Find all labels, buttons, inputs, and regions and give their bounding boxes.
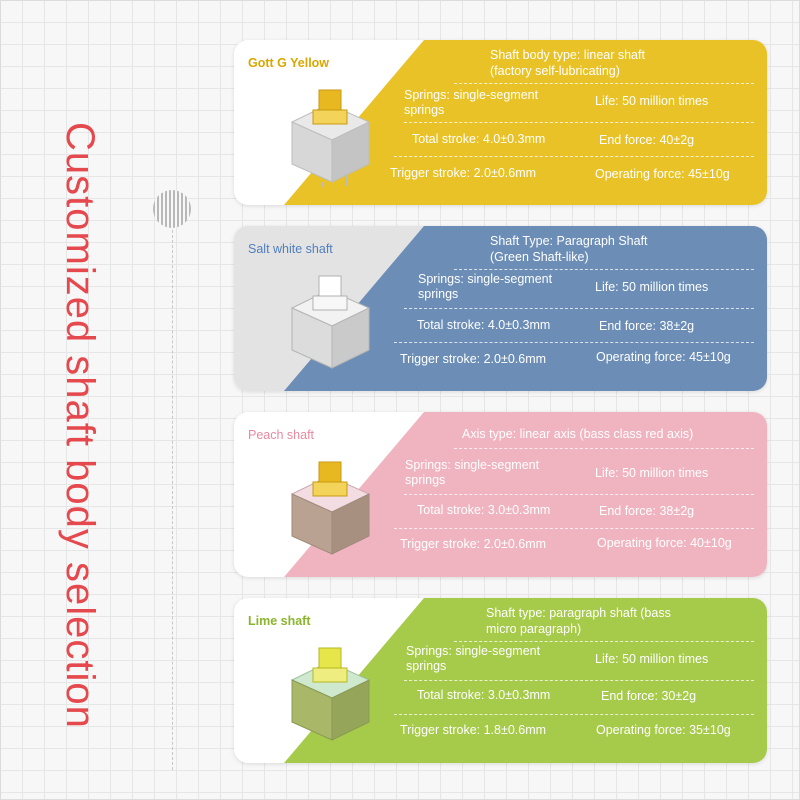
switch-card-lime: Lime shaft Shaft type: paragraph shaft (… <box>234 598 767 763</box>
switch-image-lime <box>290 647 371 741</box>
spec-operating-force: Operating force: 45±10g <box>596 350 731 364</box>
divider <box>454 83 754 84</box>
switch-card-salt-white: Salt white shaft Shaft Type: Paragraph S… <box>234 226 767 391</box>
divider <box>394 342 754 343</box>
spec-operating-force: Operating force: 45±10g <box>595 167 730 181</box>
spec-end-force: End force: 40±2g <box>599 133 695 147</box>
spec-life: Life: 50 million times <box>595 652 709 666</box>
striped-circle-icon <box>153 190 191 228</box>
spec-type-line2: (factory self-lubricating) <box>490 64 620 78</box>
spec-trigger-stroke: Trigger stroke: 2.0±0.6mm <box>400 352 547 366</box>
divider <box>394 156 754 157</box>
divider <box>404 494 754 495</box>
switch-card-peach: Peach shaft Axis type: linear axis (bass… <box>234 412 767 577</box>
spec-trigger-stroke: Trigger stroke: 1.8±0.6mm <box>400 723 547 737</box>
divider <box>394 714 754 715</box>
divider <box>404 680 754 681</box>
switch-name: Peach shaft <box>248 428 315 442</box>
spec-type-line1: Shaft Type: Paragraph Shaft <box>490 234 648 248</box>
spec-springs: Springs: single-segment springs <box>404 88 539 117</box>
spec-type-line1: Shaft type: paragraph shaft (bass <box>486 606 671 620</box>
spec-life: Life: 50 million times <box>595 466 709 480</box>
switch-image-peach <box>290 461 371 555</box>
spec-total-stroke: Total stroke: 3.0±0.3mm <box>417 503 551 517</box>
dashed-guide-line <box>172 230 173 770</box>
spec-type-line1: Shaft body type: linear shaft <box>490 48 645 62</box>
spec-life: Life: 50 million times <box>595 280 709 294</box>
spec-operating-force: Operating force: 40±10g <box>597 536 732 550</box>
switch-name: Lime shaft <box>248 614 311 628</box>
spec-total-stroke: Total stroke: 3.0±0.3mm <box>417 688 551 702</box>
divider <box>404 122 754 123</box>
spec-type-line2: micro paragraph) <box>486 622 582 636</box>
spec-end-force: End force: 38±2g <box>599 504 695 518</box>
spec-end-force: End force: 30±2g <box>601 689 697 703</box>
divider <box>394 528 754 529</box>
switch-name: Salt white shaft <box>248 242 333 256</box>
spec-trigger-stroke: Trigger stroke: 2.0±0.6mm <box>390 166 537 180</box>
spec-type-line2: (Green Shaft-like) <box>490 250 589 264</box>
switch-image-yellow <box>290 89 371 187</box>
spec-operating-force: Operating force: 35±10g <box>596 723 731 737</box>
switch-image-white <box>290 275 371 369</box>
spec-total-stroke: Total stroke: 4.0±0.3mm <box>412 132 546 146</box>
divider <box>454 269 754 270</box>
spec-total-stroke: Total stroke: 4.0±0.3mm <box>417 318 551 332</box>
spec-type-line1: Axis type: linear axis (bass class red a… <box>462 427 694 441</box>
divider <box>404 308 754 309</box>
spec-life: Life: 50 million times <box>595 94 709 108</box>
spec-springs: Springs: single-segment springs <box>418 272 553 301</box>
spec-springs: Springs: single-segment springs <box>405 458 540 487</box>
divider <box>454 448 754 449</box>
switch-card-gott-g-yellow: Gott G Yellow Shaft body type: linear sh… <box>234 40 767 205</box>
page-title: Customized shaft body selection <box>58 122 102 729</box>
switch-name: Gott G Yellow <box>248 56 330 70</box>
spec-end-force: End force: 38±2g <box>599 319 695 333</box>
spec-trigger-stroke: Trigger stroke: 2.0±0.6mm <box>400 537 547 551</box>
spec-springs: Springs: single-segment springs <box>406 644 541 673</box>
divider <box>454 641 754 642</box>
